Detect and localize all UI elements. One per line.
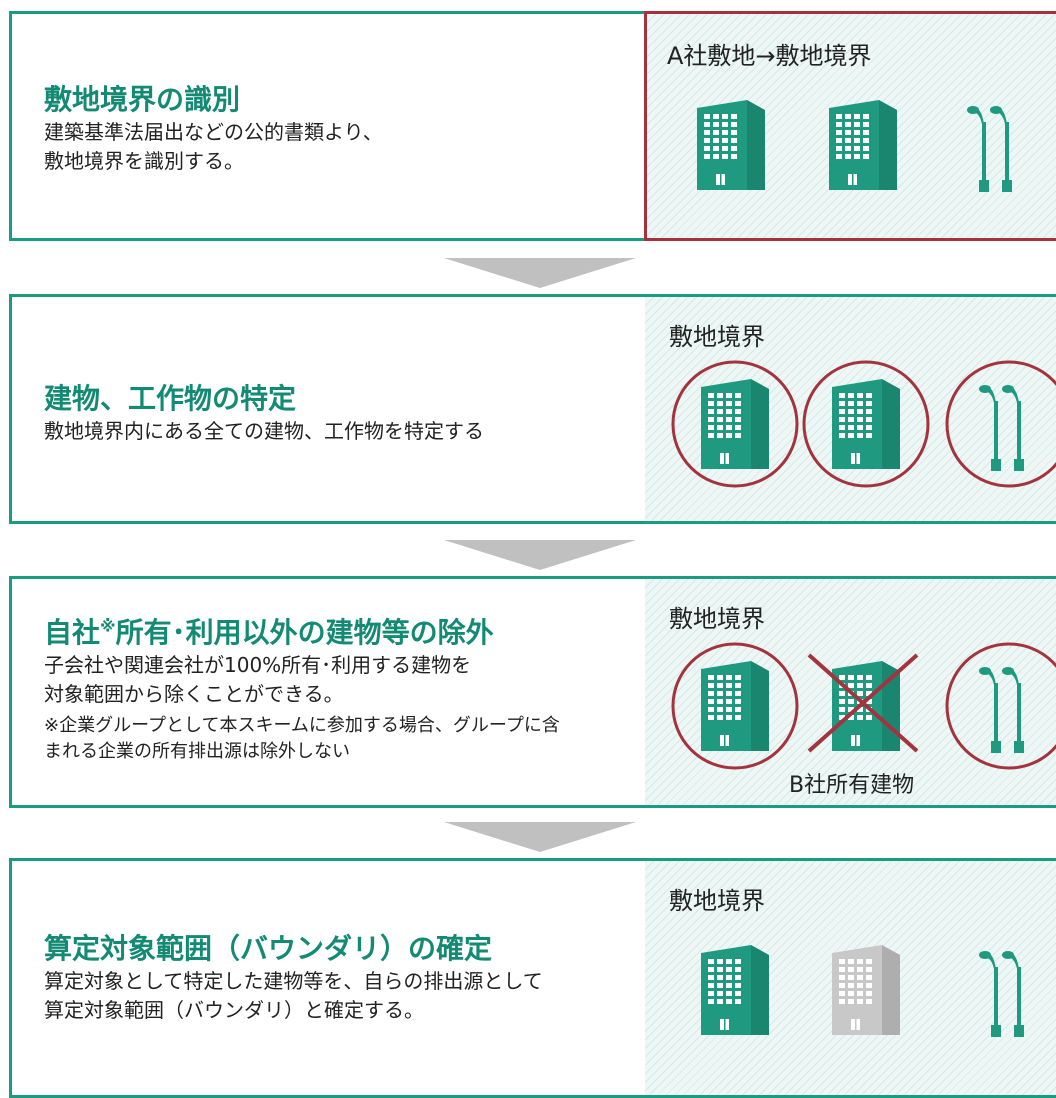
circle-marker [671,360,799,488]
street-lamp-icon [979,379,1039,471]
cross-mark [807,653,919,753]
step-1-panel-label: A社敷地→敷地境界 [667,42,872,70]
building-icon [695,379,775,471]
step-2-title: 建物、工作物の特定 [44,382,297,415]
step-3-title-pre: 自社 [44,616,101,649]
building-icon-excluded [826,945,906,1037]
circle-marker [945,360,1056,488]
circle-marker [945,642,1056,770]
building-icon [823,100,903,192]
down-arrow [444,540,636,570]
circle-marker [671,642,799,770]
step-2-panel-label: 敷地境界 [669,323,765,351]
building-icon [826,379,906,471]
step-4-box: 算定対象範囲（バウンダリ）の確定 算定対象として特定した建物等を、自らの排出源と… [9,858,1056,1098]
building-icon [695,661,775,753]
step-3-site-panel: 敷地境界 B社所有建物 [645,579,1056,805]
step-3-text: 自社※所有･利用以外の建物等の除外 子会社や関連会社が100%所有･利用する建物… [44,615,560,765]
step-1-site-panel: A社敷地→敷地境界 [644,11,1056,241]
step-4-description: 算定対象として特定した建物等を、自らの排出源として 算定対象範囲（バウンダリ）と… [44,969,543,1022]
step-3-title: 自社※所有･利用以外の建物等の除外 [44,615,560,651]
step-3-title-mark: ※ [100,616,116,636]
street-lamp-icon [979,945,1039,1037]
step-2-text: 建物、工作物の特定 敷地境界内にある全ての建物、工作物を特定する [44,381,484,446]
step-4-title: 算定対象範囲（バウンダリ）の確定 [44,932,493,965]
down-arrow [444,258,636,288]
step-3-panel-label: 敷地境界 [669,605,765,633]
step-4-site-panel: 敷地境界 [645,861,1056,1095]
step-2-site-panel: 敷地境界 [645,297,1056,521]
step-1-box: 敷地境界の識別 建築基準法届出などの公的書類より、 敷地境界を識別する。 A社敷… [9,11,1056,241]
excluded-building-caption: B社所有建物 [789,773,915,798]
step-3-description: 子会社や関連会社が100%所有･利用する建物を 対象範囲から除くことができる。 [44,653,472,706]
step-1-text: 敷地境界の識別 建築基準法届出などの公的書類より、 敷地境界を識別する。 [44,82,383,176]
street-lamp-icon [979,661,1039,753]
step-2-description: 敷地境界内にある全ての建物、工作物を特定する [44,419,484,443]
street-lamp-icon [967,100,1027,192]
circle-markers [671,642,1056,770]
step-3-box: 自社※所有･利用以外の建物等の除外 子会社や関連会社が100%所有･利用する建物… [9,576,1056,808]
step-3-note: ※企業グループとして本スキームに参加する場合、グループに含 まれる企業の所有排出… [44,715,560,762]
circle-markers [671,360,1056,488]
building-icon [695,945,775,1037]
down-arrow [444,822,636,852]
step-4-text: 算定対象範囲（バウンダリ）の確定 算定対象として特定した建物等を、自らの排出源と… [44,931,543,1025]
step-1-title: 敷地境界の識別 [44,83,241,116]
step-2-box: 建物、工作物の特定 敷地境界内にある全ての建物、工作物を特定する 敷地境界 [9,294,1056,524]
step-4-panel-label: 敷地境界 [669,887,765,915]
step-3-title-post: 所有･利用以外の建物等の除外 [115,616,494,649]
step-1-description: 建築基準法届出などの公的書類より、 敷地境界を識別する。 [44,120,383,173]
building-icon [691,100,771,192]
circle-marker [802,360,930,488]
